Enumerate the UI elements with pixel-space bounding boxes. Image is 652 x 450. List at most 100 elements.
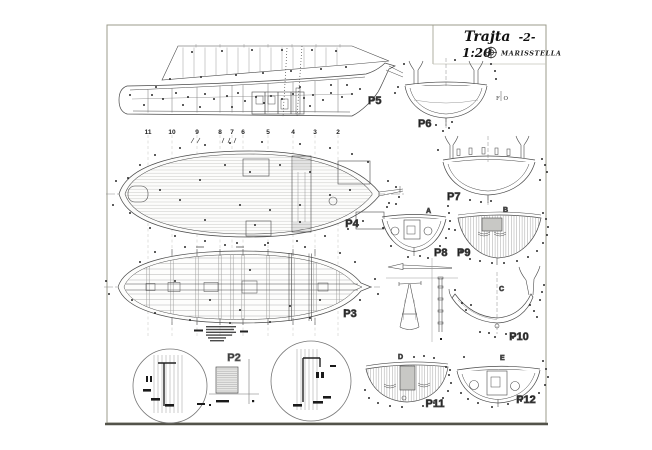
part-marker-dots-p9 xyxy=(454,212,549,264)
p6-fork-posts xyxy=(408,60,484,84)
sheet-number: -2- xyxy=(519,31,536,44)
station-number: 4 xyxy=(291,129,295,136)
drawing-p8-section-a: A P8 xyxy=(381,208,448,259)
p6-label: P6 xyxy=(418,118,431,130)
p2-joint-hatch xyxy=(217,368,237,392)
spar-detail xyxy=(437,276,444,340)
anchor-detail xyxy=(398,281,422,330)
drawing-p9-section-b: B P9 xyxy=(457,207,542,265)
part-marker-dots-p6 xyxy=(394,59,497,132)
p2-joint-detail xyxy=(209,359,259,404)
drawing-p7-section: P7 xyxy=(442,135,536,205)
p3-mast-step xyxy=(241,280,258,294)
drawing-p2-details: P2 xyxy=(132,340,352,424)
p12-mast-step xyxy=(486,370,508,396)
p5-frame-lines xyxy=(147,79,339,113)
p10-fork-post xyxy=(518,265,541,296)
p2-left-dimension-bars xyxy=(143,376,211,407)
part-marker-dots-p11 xyxy=(364,355,452,408)
station-number: 10 xyxy=(168,129,176,136)
p10-label: P10 xyxy=(509,331,529,343)
p5-bulwark-stanchions xyxy=(182,44,341,78)
p3-keel-block xyxy=(317,282,329,292)
p4-label: P4 xyxy=(345,218,359,230)
p2-label: P2 xyxy=(227,352,240,364)
drawing-p4-deck-plan: P4 xyxy=(118,150,404,248)
title-block: Trajta 1:20 -2- MARISSTELLA xyxy=(432,25,562,65)
p2-right-dimension-bars xyxy=(293,365,336,407)
p11-mast-partner xyxy=(399,365,416,391)
part-marker-dots-p3 xyxy=(105,244,379,324)
drawing-p10-section-c: C P10 xyxy=(448,265,541,343)
p4-deck-hatch xyxy=(245,220,272,237)
drawing-p5-profile: P5 xyxy=(118,44,404,118)
p7-gunwale-cleats xyxy=(456,147,511,156)
p9-mast-partner xyxy=(481,217,503,232)
p9-label: P9 xyxy=(457,247,470,259)
station-number: 8 xyxy=(218,129,222,136)
p4-stern-hatch xyxy=(127,185,149,203)
p2-detail-circle-left xyxy=(132,348,208,424)
drawing-p11-section-d: D P11 xyxy=(365,354,449,410)
station-number: 6 xyxy=(241,129,245,136)
brand-logo-icon xyxy=(485,46,497,59)
p2-right-corner-bars xyxy=(302,357,321,402)
model-name: Trajta xyxy=(464,29,510,45)
p12-section-letter: E xyxy=(500,355,505,362)
station-number: 7 xyxy=(230,129,234,136)
p2-left-plank-lines xyxy=(153,355,183,413)
p9-section-letter: B xyxy=(503,207,508,214)
fittings-details xyxy=(386,258,458,342)
part-marker-dots-p10 xyxy=(454,284,545,339)
part-marker-dots-p12 xyxy=(449,356,549,408)
p3-keel-block xyxy=(145,283,156,291)
p4-companionway-hatch xyxy=(293,156,310,232)
p5-mast-line xyxy=(282,47,288,118)
station-number: 3 xyxy=(313,129,317,136)
p8-label: P8 xyxy=(434,247,447,259)
p9-rib-hatching xyxy=(459,215,539,258)
station-number: 11 xyxy=(145,129,152,136)
notes-block xyxy=(194,326,248,342)
orientation-mark: F O xyxy=(496,91,509,102)
p5-label: P5 xyxy=(368,95,381,107)
p7-fork-posts xyxy=(444,135,530,158)
orientation-left: F xyxy=(496,96,500,102)
p10-section-letter: C xyxy=(499,286,504,293)
p3-label: P3 xyxy=(343,308,356,320)
drawing-p6-section: P6 xyxy=(404,58,488,130)
p11-label: P11 xyxy=(426,398,445,410)
station-tick-marks xyxy=(190,137,237,144)
oar-detail xyxy=(387,263,453,270)
brand-name: MARISSTELLA xyxy=(500,50,562,58)
p3-beam-end-ticks xyxy=(171,249,316,325)
p3-keel-block xyxy=(167,282,181,292)
p4-deck-hatch xyxy=(242,158,270,177)
p3-frames xyxy=(146,254,340,320)
part-marker-dots xyxy=(105,49,549,408)
orientation-right: O xyxy=(504,96,509,102)
p3-keel-block xyxy=(203,282,219,292)
p8-section-letter: A xyxy=(426,208,431,215)
scale-value: 1:20 xyxy=(462,46,492,60)
part-marker-dots-p4 xyxy=(112,141,400,244)
station-number: 2 xyxy=(336,129,340,136)
p5-bowsprit xyxy=(385,65,404,78)
p4-deck-hatch xyxy=(337,160,371,185)
p8-mast-step xyxy=(403,219,421,240)
p7-label: P7 xyxy=(447,191,460,203)
p12-label: P12 xyxy=(516,394,536,406)
station-numbers: 11 10 9 8 7 6 5 4 3 2 xyxy=(145,129,340,144)
p2-right-plank-lines xyxy=(296,349,318,410)
part-marker-dots-p5 xyxy=(129,49,361,108)
station-number: 5 xyxy=(266,129,270,136)
p2-left-corner-bars xyxy=(158,362,176,406)
part-marker-dots-p7 xyxy=(437,149,548,203)
p2-detail-circle-right xyxy=(270,340,352,422)
p4-bowsprit xyxy=(378,186,404,197)
station-number: 9 xyxy=(195,129,199,136)
p4-mast-hole xyxy=(328,196,338,206)
part-marker-dots-p8 xyxy=(382,203,451,259)
